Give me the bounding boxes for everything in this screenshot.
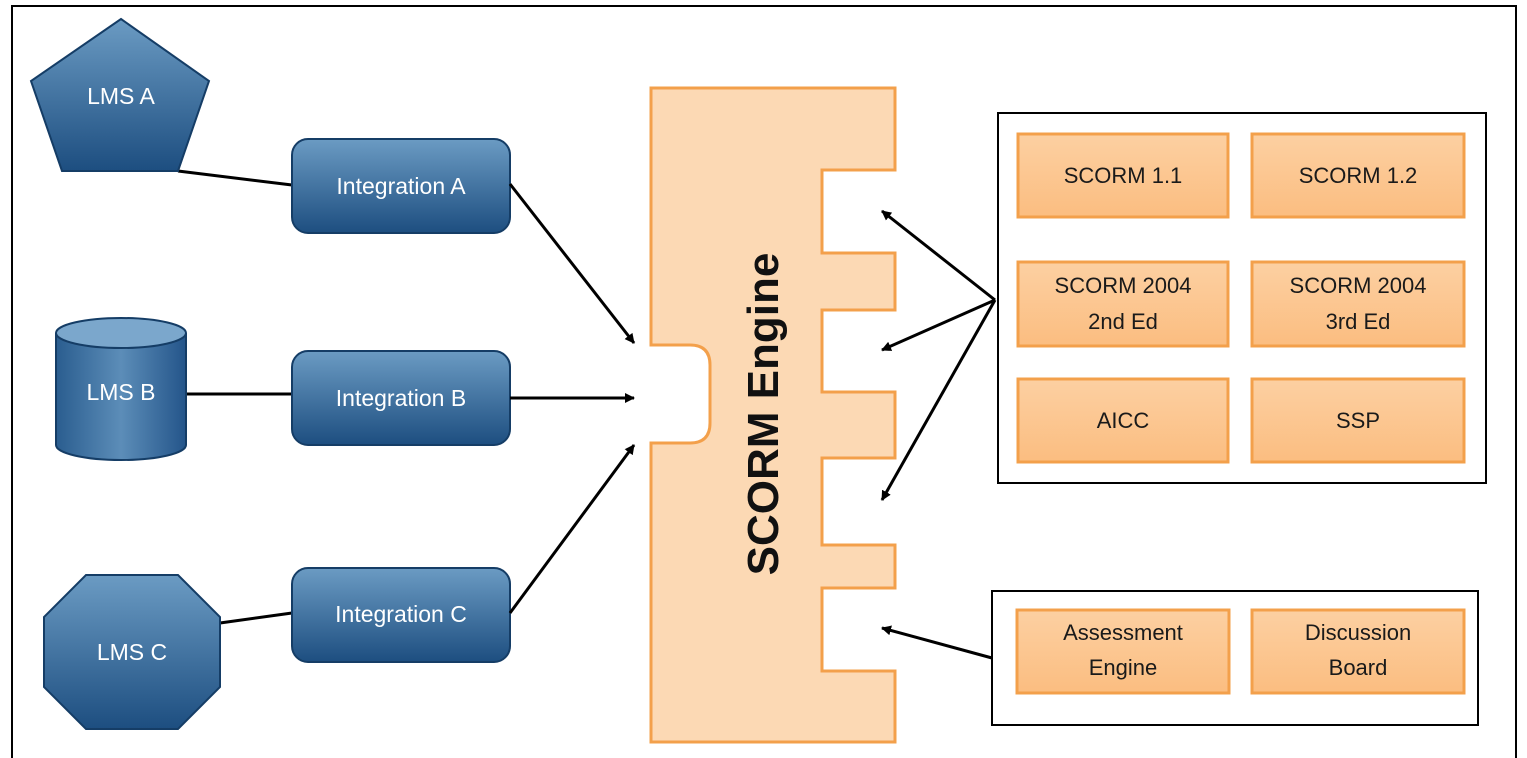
frame-border [11, 5, 1517, 758]
integration-a-label: Integration A [336, 173, 466, 199]
standard-scorm-2004-2nd-ed: SCORM 2004 2nd Ed [1016, 260, 1230, 348]
standard-label: SCORM 1.2 [1299, 163, 1418, 188]
standard-label: SSP [1336, 408, 1380, 433]
integration-c-node: Integration C [291, 567, 511, 663]
standard-label: AICC [1097, 408, 1150, 433]
module-label-line-1: Assessment [1063, 620, 1183, 645]
module-assessment-engine: Assessment Engine [1015, 608, 1231, 695]
standard-box [1250, 132, 1466, 219]
lms-b-label: LMS B [86, 379, 155, 405]
standard-scorm-2004-3rd-ed: SCORM 2004 3rd Ed [1250, 260, 1466, 348]
standard-label: SCORM 1.1 [1064, 163, 1183, 188]
integration-b-label: Integration B [336, 385, 466, 411]
arrow-integration-a [508, 183, 636, 344]
module-discussion-board: Discussion Board [1250, 608, 1466, 695]
module-label-line-2: Board [1329, 655, 1388, 680]
connector-lms-c [219, 611, 293, 625]
module-box [1015, 608, 1231, 695]
standard-scorm-1-2: SCORM 1.2 [1250, 132, 1466, 219]
lms-c-label: LMS C [97, 639, 167, 665]
module-box [1250, 608, 1466, 695]
standard-box [1016, 377, 1230, 464]
standard-aicc: AICC [1016, 377, 1230, 464]
module-label-line-2: Engine [1089, 655, 1158, 680]
standard-label-line-2: 3rd Ed [1326, 309, 1391, 334]
lms-a-label: LMS A [87, 83, 155, 109]
arrow-standards-port-1 [881, 209, 996, 302]
cylinder-body [55, 333, 187, 461]
scorm-engine-title: SCORM Engine [739, 253, 788, 576]
integration-a-node: Integration A [291, 138, 511, 234]
module-label-line-1: Discussion [1305, 620, 1411, 645]
standard-ssp: SSP [1250, 377, 1466, 464]
arrow-integration-c [508, 444, 636, 614]
standard-label-line-1: SCORM 2004 [1290, 273, 1427, 298]
standard-label-line-1: SCORM 2004 [1055, 273, 1192, 298]
arrow-standards-port-2 [881, 298, 996, 352]
standard-box [1250, 260, 1466, 348]
standard-box [1016, 260, 1230, 348]
scorm-engine-block [649, 86, 897, 744]
integration-c-label: Integration C [335, 601, 467, 627]
standards-group: SCORM 1.1 SCORM 1.2 SCORM 2004 2nd Ed SC… [997, 112, 1487, 484]
integration-c-box [291, 567, 511, 663]
octagon-shape [43, 574, 221, 730]
integration-b-node: Integration B [291, 350, 511, 446]
arrow-standards-port-3 [880, 299, 997, 501]
scorm-engine-node: SCORM Engine [649, 86, 897, 744]
standard-box [1016, 132, 1230, 219]
arrow-modules-port-4 [881, 625, 993, 660]
lms-c-node: LMS C [43, 574, 221, 730]
standard-box [1250, 377, 1466, 464]
lms-a-node: LMS A [29, 17, 211, 172]
modules-group: Assessment Engine Discussion Board [991, 590, 1479, 726]
lms-b-node: LMS B [55, 317, 187, 461]
standard-label-line-2: 2nd Ed [1088, 309, 1158, 334]
pentagon-shape [29, 17, 211, 172]
cylinder-top [55, 317, 187, 349]
connector-lms-a [177, 169, 293, 187]
standard-scorm-1-1: SCORM 1.1 [1016, 132, 1230, 219]
